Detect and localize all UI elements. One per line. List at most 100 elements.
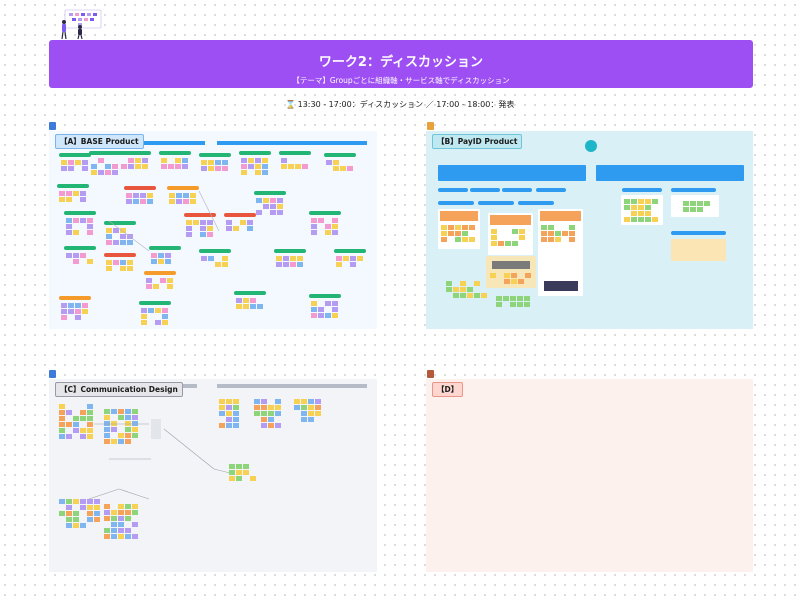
sticky-note[interactable] xyxy=(68,309,74,314)
sticky-note[interactable] xyxy=(73,428,79,433)
sticky-note[interactable] xyxy=(262,164,268,169)
sticky-note[interactable] xyxy=(332,313,338,318)
sticky-note[interactable] xyxy=(308,405,314,410)
sticky-note[interactable] xyxy=(226,411,232,416)
sticky-note[interactable] xyxy=(118,433,124,438)
sticky-note[interactable] xyxy=(275,399,281,404)
sticky-note[interactable] xyxy=(446,287,452,292)
sticky-note[interactable] xyxy=(326,160,332,165)
sticky-note[interactable] xyxy=(207,232,213,237)
sticky-note[interactable] xyxy=(132,409,138,414)
sticky-note[interactable] xyxy=(233,423,239,428)
sticky-note[interactable] xyxy=(255,164,261,169)
sticky-note[interactable] xyxy=(176,193,182,198)
sticky-note[interactable] xyxy=(121,164,127,169)
sticky-note[interactable] xyxy=(690,201,696,206)
sticky-note[interactable] xyxy=(332,218,338,223)
sticky-note[interactable] xyxy=(153,284,159,289)
sticky-note[interactable] xyxy=(207,220,213,225)
sticky-note[interactable] xyxy=(295,164,301,169)
sticky-note[interactable] xyxy=(66,523,72,528)
sticky-note[interactable] xyxy=(104,504,110,509)
sticky-note[interactable] xyxy=(469,237,475,242)
sticky-note[interactable] xyxy=(262,158,268,163)
sticky-note[interactable] xyxy=(128,158,134,163)
sticky-note[interactable] xyxy=(68,160,74,165)
topic-header[interactable] xyxy=(671,231,726,235)
sticky-note[interactable] xyxy=(301,405,307,410)
sticky-note[interactable] xyxy=(226,417,232,422)
sticky-note[interactable] xyxy=(294,405,300,410)
sticky-note[interactable] xyxy=(75,315,81,320)
sticky-note[interactable] xyxy=(105,170,111,175)
sticky-note[interactable] xyxy=(474,281,480,286)
sticky-note[interactable] xyxy=(512,241,518,246)
sticky-note[interactable] xyxy=(631,211,637,216)
cluster-header[interactable] xyxy=(309,294,341,298)
sticky-note[interactable] xyxy=(82,303,88,308)
sticky-note[interactable] xyxy=(141,314,147,319)
sticky-note[interactable] xyxy=(132,504,138,509)
sticky-note[interactable] xyxy=(125,409,131,414)
sticky-note[interactable] xyxy=(350,256,356,261)
section-header[interactable] xyxy=(217,141,367,145)
sticky-note[interactable] xyxy=(140,199,146,204)
sticky-note[interactable] xyxy=(125,516,131,521)
sticky-note[interactable] xyxy=(111,510,117,515)
sticky-note[interactable] xyxy=(243,464,249,469)
sticky-note[interactable] xyxy=(525,273,531,278)
sticky-note[interactable] xyxy=(111,528,117,533)
sticky-note[interactable] xyxy=(250,476,256,481)
sticky-note[interactable] xyxy=(113,240,119,245)
sticky-note[interactable] xyxy=(236,476,242,481)
sticky-note[interactable] xyxy=(233,405,239,410)
sticky-note[interactable] xyxy=(333,160,339,165)
sticky-note[interactable] xyxy=(87,218,93,223)
sticky-note[interactable] xyxy=(127,266,133,271)
sticky-note[interactable] xyxy=(541,225,547,230)
cluster-header[interactable] xyxy=(104,253,136,257)
section-header[interactable] xyxy=(217,384,367,388)
board-a[interactable]: 【A】BASE Product xyxy=(49,131,377,329)
sticky-note[interactable] xyxy=(261,405,267,410)
sticky-note[interactable] xyxy=(73,191,79,196)
sticky-note[interactable] xyxy=(73,523,79,528)
sticky-note[interactable] xyxy=(290,262,296,267)
sticky-note[interactable] xyxy=(261,423,267,428)
sticky-note[interactable] xyxy=(132,534,138,539)
sticky-note[interactable] xyxy=(569,225,575,230)
sticky-note[interactable] xyxy=(183,199,189,204)
sticky-note[interactable] xyxy=(311,301,317,306)
sticky-note[interactable] xyxy=(80,499,86,504)
sticky-note[interactable] xyxy=(704,201,710,206)
sticky-note[interactable] xyxy=(290,256,296,261)
cluster-header[interactable] xyxy=(224,213,256,217)
sticky-note[interactable] xyxy=(80,523,86,528)
sticky-note[interactable] xyxy=(87,416,93,421)
sticky-note[interactable] xyxy=(311,313,317,318)
sticky-note[interactable] xyxy=(118,409,124,414)
sticky-note[interactable] xyxy=(336,262,342,267)
sticky-note[interactable] xyxy=(462,231,468,236)
sticky-note[interactable] xyxy=(175,164,181,169)
sticky-note[interactable] xyxy=(68,303,74,308)
sticky-note[interactable] xyxy=(645,199,651,204)
sticky-note[interactable] xyxy=(519,229,525,234)
sticky-note[interactable] xyxy=(219,423,225,428)
sticky-note[interactable] xyxy=(262,170,268,175)
sticky-note[interactable] xyxy=(75,309,81,314)
sticky-note[interactable] xyxy=(125,504,131,509)
sticky-note[interactable] xyxy=(201,166,207,171)
sticky-note[interactable] xyxy=(455,231,461,236)
sticky-note[interactable] xyxy=(222,166,228,171)
sticky-note[interactable] xyxy=(168,164,174,169)
sticky-note[interactable] xyxy=(87,505,93,510)
sticky-note[interactable] xyxy=(118,516,124,521)
sticky-note[interactable] xyxy=(467,287,473,292)
sticky-note[interactable] xyxy=(125,421,131,426)
sticky-note[interactable] xyxy=(256,210,262,215)
sticky-note[interactable] xyxy=(555,231,561,236)
sticky-note[interactable] xyxy=(236,464,242,469)
sticky-note[interactable] xyxy=(106,228,112,233)
topic-header[interactable] xyxy=(438,201,474,205)
